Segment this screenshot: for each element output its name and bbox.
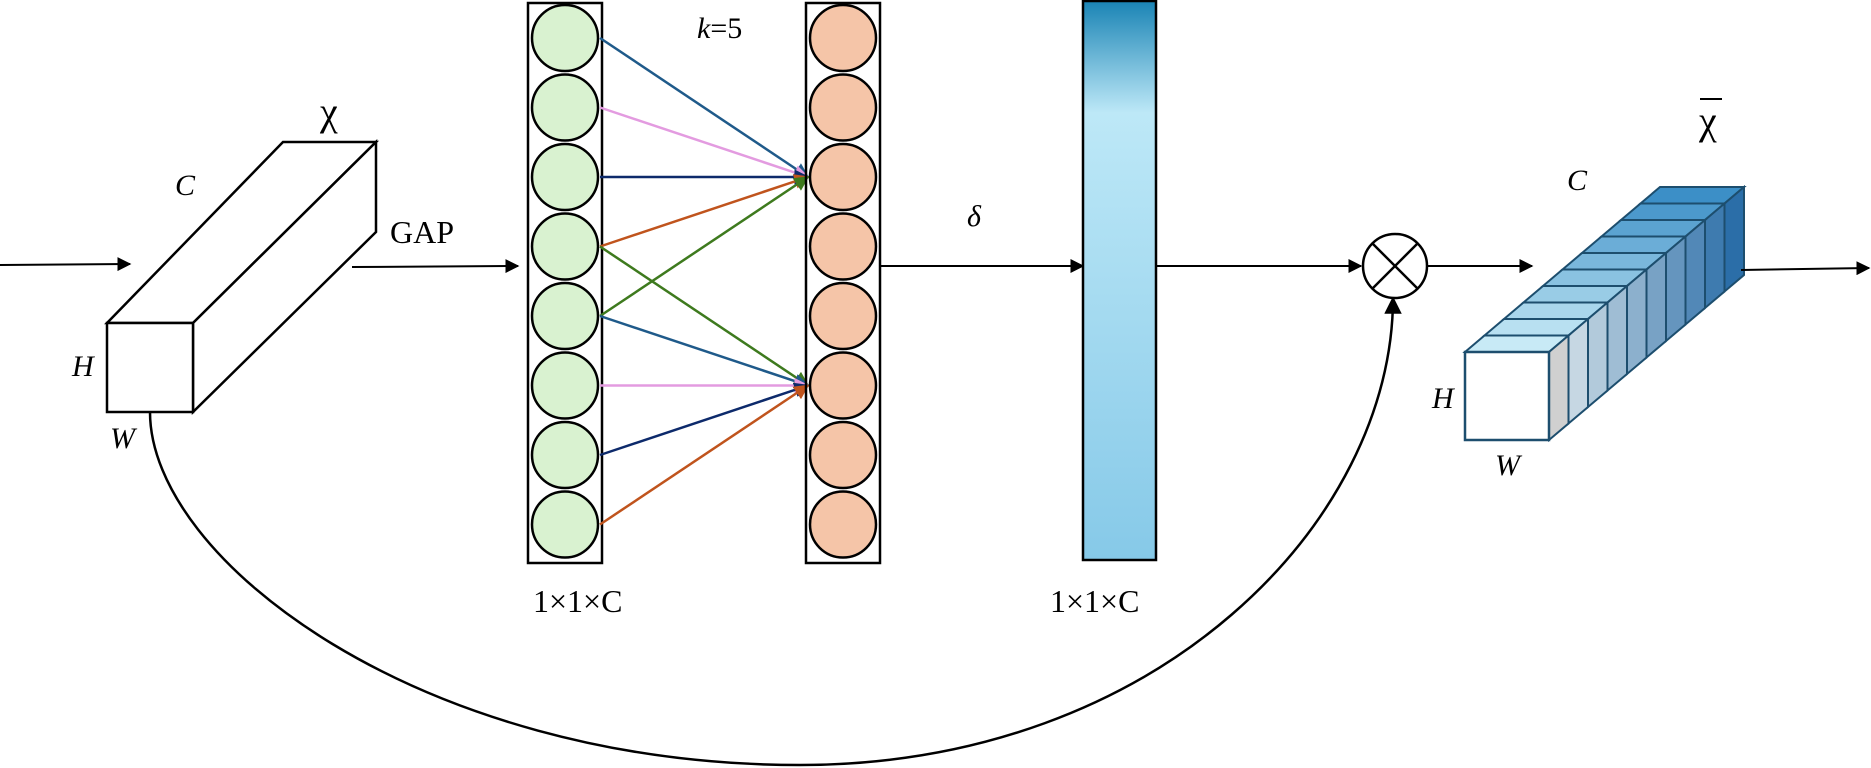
orange-column-frame <box>804 1 882 565</box>
output-slice-side-5 <box>1626 267 1648 377</box>
connection-arrow-2 <box>599 106 810 180</box>
green-node-1 <box>530 3 600 73</box>
output-slice-side-9 <box>1704 201 1726 311</box>
green-dim-label: 1×1×C <box>533 583 622 619</box>
output-symbol: χ <box>1698 98 1722 143</box>
orange-node-4 <box>808 212 878 281</box>
green-node-8 <box>530 490 600 559</box>
input-arrow <box>0 257 132 272</box>
output-arrow <box>1740 261 1871 276</box>
input-c-label: C <box>175 169 196 202</box>
output-slice-side-6 <box>1645 250 1667 360</box>
delta-label: δ <box>967 200 982 233</box>
output-front-face <box>1463 350 1551 442</box>
orange-node-7 <box>808 420 878 490</box>
output-slice-side-1 <box>1548 333 1570 443</box>
multiply-icon <box>1361 232 1429 300</box>
output-slice-side-4 <box>1606 283 1628 393</box>
input-tensor-cuboid <box>104 139 380 415</box>
input-w-label: W <box>110 422 138 455</box>
gap-label: GAP <box>390 214 454 250</box>
output-tensor-cuboid <box>1462 184 1747 443</box>
connection-arrow-6 <box>599 245 810 387</box>
connection-arrow-9 <box>599 382 810 457</box>
orange-node-2 <box>808 73 878 142</box>
connection-arrow-7 <box>599 314 810 389</box>
green-node-5 <box>530 281 600 351</box>
input-h-label: H <box>71 350 96 383</box>
connection-arrow-4 <box>599 174 810 248</box>
output-slice-side-7 <box>1665 234 1687 344</box>
gap-arrow <box>351 259 520 274</box>
kernel-label: k=5 <box>697 12 742 45</box>
green-node-7 <box>530 420 600 490</box>
green-node-6 <box>530 351 600 420</box>
attention-weight-bar <box>1081 0 1158 562</box>
green-node-4 <box>530 212 600 281</box>
weights-dim-label: 1×1×C <box>1050 583 1139 619</box>
green-column-frame <box>526 1 604 565</box>
output-h-label: H <box>1431 382 1456 415</box>
output-w-label: W <box>1495 449 1523 482</box>
orange-node-1 <box>808 3 878 73</box>
green-node-2 <box>530 73 600 142</box>
orange-node-8 <box>808 490 878 559</box>
connection-arrow-5 <box>599 175 810 318</box>
output-c-label: C <box>1567 164 1588 197</box>
orange-node-3 <box>808 142 878 212</box>
green-node-3 <box>530 142 600 212</box>
orange-node-6 <box>808 351 878 420</box>
skip-connection-curve <box>148 296 1402 767</box>
output-slice-side-3 <box>1587 300 1609 410</box>
connection-arrow-10 <box>599 384 810 526</box>
svg-text:χ: χ <box>1698 98 1717 143</box>
output-slice-side-2 <box>1567 316 1589 426</box>
connection-arrow-1 <box>599 36 810 179</box>
output-slice-side-10 <box>1723 184 1745 294</box>
output-slice-side-8 <box>1684 217 1706 327</box>
orange-node-5 <box>808 281 878 351</box>
input-symbol: χ <box>319 89 338 134</box>
